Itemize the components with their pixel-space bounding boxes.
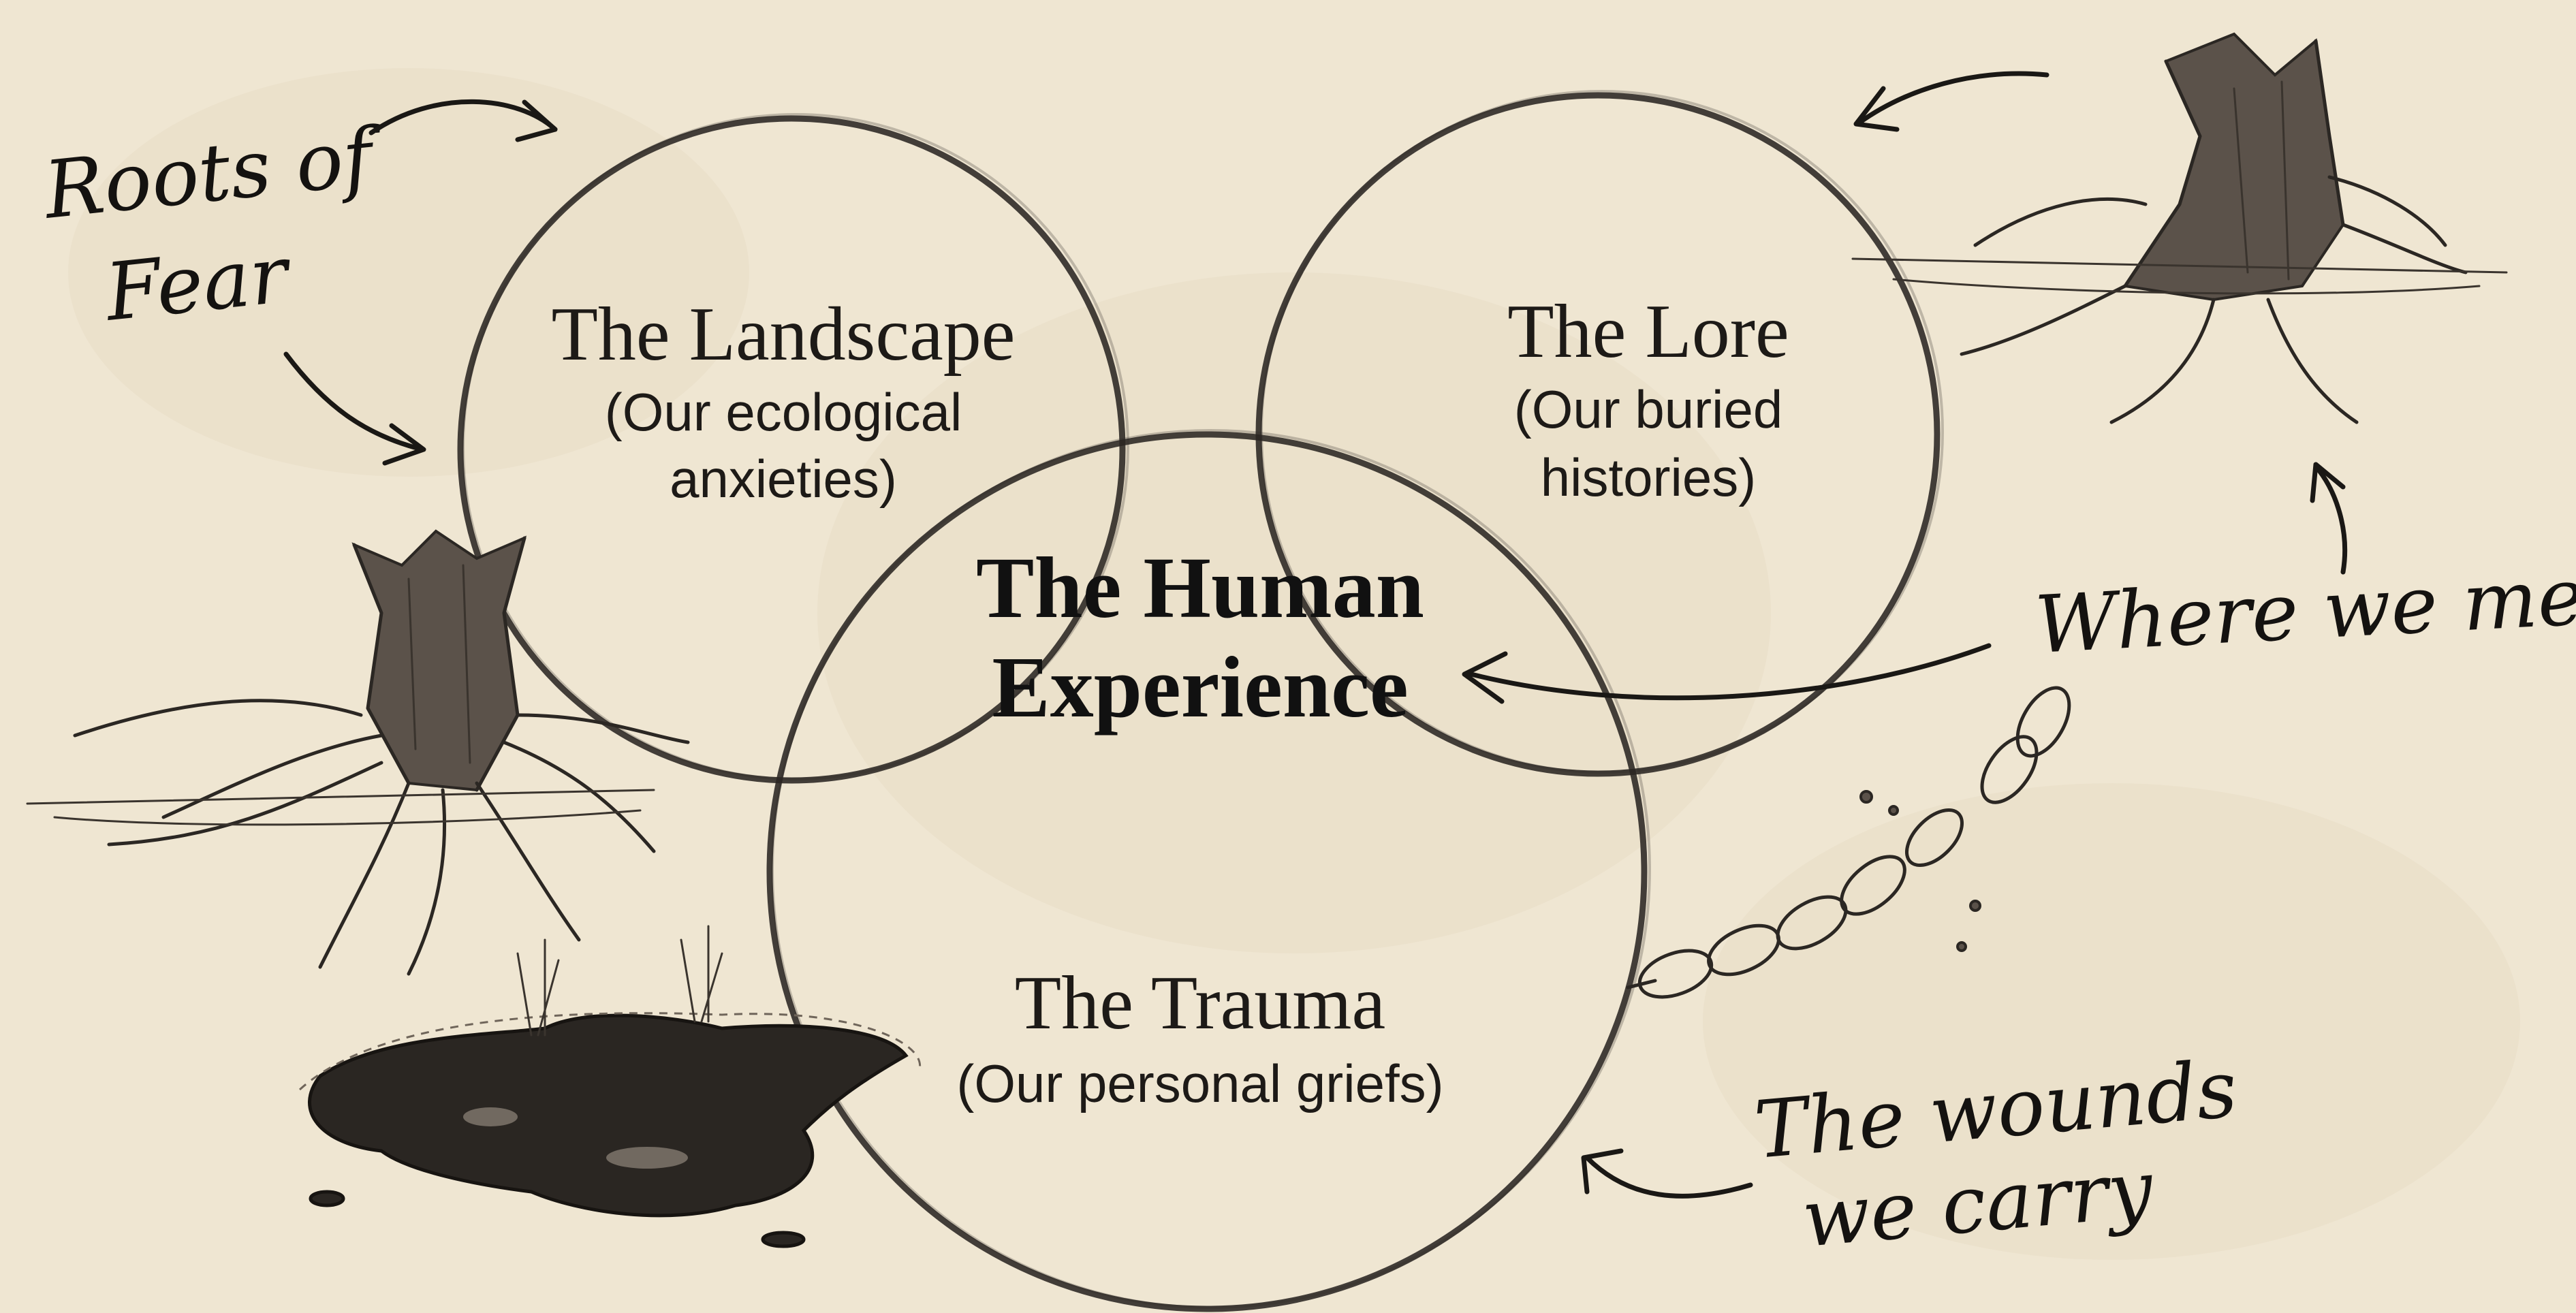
tree-stump-left-icon [26, 529, 690, 976]
tree-stump-right-icon [1851, 32, 2508, 424]
right-top-arrow [1853, 71, 2049, 132]
landscape-label: The Landscape (Our ecological anxieties) [552, 292, 1016, 509]
lore-subtitle-line1: (Our buried [1514, 379, 1783, 439]
arrow-head-1 [515, 99, 558, 142]
trauma-circle [766, 431, 1648, 1312]
center-title-line2: Experience [992, 639, 1408, 735]
lore-label: The Lore (Our buried histories) [1507, 289, 1789, 507]
landscape-title: The Landscape [552, 292, 1016, 377]
arrow-to-trauma [1584, 1155, 1753, 1199]
venn-circles [457, 90, 1944, 1312]
wounds-annotation: The wounds we carry [1581, 1043, 2241, 1265]
arrow-to-landscape-left [283, 351, 425, 452]
arrow-to-center [1468, 643, 1992, 701]
center-label: The Human Experience [976, 539, 1424, 735]
paper-texture [68, 68, 2520, 1260]
arrow-head-5 [1581, 1148, 1624, 1195]
where-we-meet-text: Where we meet [2032, 547, 2576, 671]
arrow-head-3 [1462, 651, 1508, 704]
arrow-head-6 [1853, 86, 1900, 132]
trauma-subtitle: (Our personal griefs) [956, 1054, 1443, 1113]
arrow-to-right-stump [2313, 464, 2348, 575]
landscape-subtitle-line1: (Our ecological [605, 382, 962, 442]
center-title-line1: The Human [976, 539, 1424, 636]
arrow-to-lore-top [1857, 71, 2049, 125]
landscape-circle [457, 115, 1126, 784]
lore-title: The Lore [1507, 289, 1789, 374]
lore-subtitle-line2: histories) [1541, 447, 1756, 507]
arrow-head-2 [382, 423, 426, 466]
trauma-title: The Trauma [1015, 961, 1385, 1045]
dark-puddle-icon [298, 925, 922, 1248]
broken-chain-icon [1626, 686, 2071, 999]
arrow-head-4 [2310, 462, 2346, 503]
trauma-label: The Trauma (Our personal griefs) [956, 961, 1443, 1113]
landscape-subtitle-line2: anxieties) [670, 449, 897, 509]
roots-of-fear-line2: Fear [100, 228, 297, 339]
